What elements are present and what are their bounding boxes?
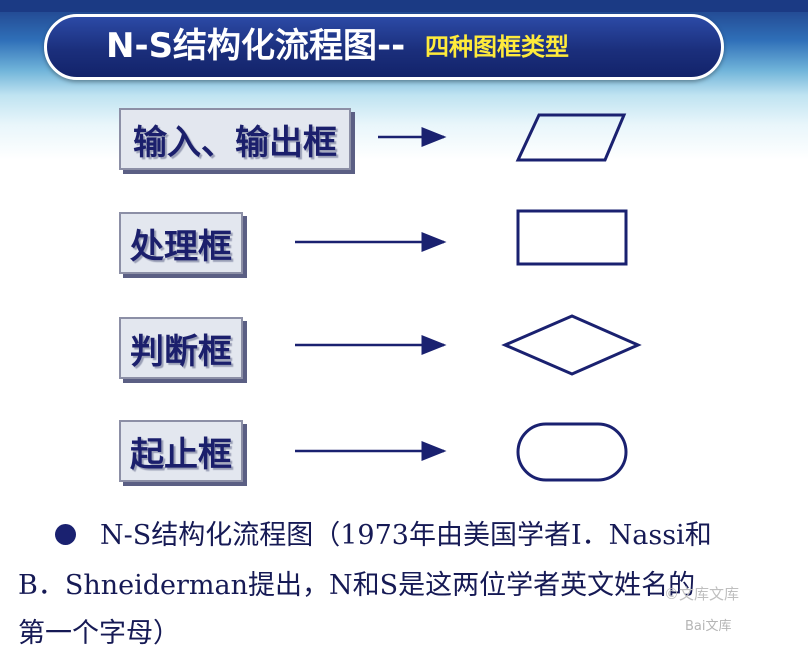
slide-title: N-S结构化流程图-- <box>106 26 406 66</box>
watermark-logo: Bai文库 <box>685 619 732 634</box>
label-input-output-text: 输入、输出框 <box>133 122 337 163</box>
label-process-text: 处理框 <box>130 226 232 267</box>
rectangle-shape <box>516 209 628 266</box>
diamond-shape <box>501 314 642 376</box>
title-banner <box>44 14 724 80</box>
label-decision-text: 判断框 <box>130 331 232 372</box>
parallelogram-shape <box>515 113 627 162</box>
bullet-dot <box>55 524 76 545</box>
label-input-output: 输入、输出框 <box>119 108 351 170</box>
description-line-2: B．Shneiderman提出，N和S是这两位学者英文姓名的 <box>18 570 696 601</box>
description-line-1: N-S结构化流程图（1973年由美国学者I．Nassi和 <box>100 520 712 551</box>
watermark-text: ©文库文库 <box>664 585 740 603</box>
rounded-rectangle-shape <box>516 422 628 482</box>
description-line-3: 第一个字母） <box>18 618 180 649</box>
header-band <box>0 0 808 12</box>
slide-subtitle: 四种图框类型 <box>425 33 569 61</box>
label-decision: 判断框 <box>119 317 243 379</box>
label-terminal-text: 起止框 <box>130 434 232 475</box>
label-process: 处理框 <box>119 212 243 274</box>
label-terminal: 起止框 <box>119 420 243 482</box>
